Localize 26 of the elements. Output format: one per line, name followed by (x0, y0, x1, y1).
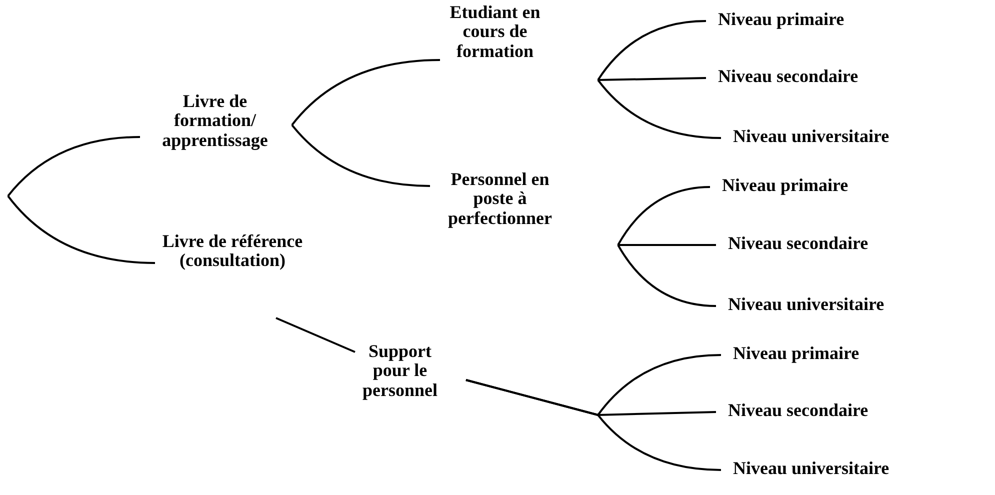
connector-line (617, 186, 710, 246)
branch-label: Support pour le personnel (355, 342, 445, 400)
connector-line (598, 77, 706, 81)
branch-label: Livre de formation/ apprentissage (140, 92, 290, 150)
connector-line (597, 79, 722, 139)
connector-line (291, 59, 440, 126)
connector-line (291, 124, 430, 187)
connector-line (7, 136, 140, 197)
connector-line (466, 379, 722, 471)
leaf-label: Niveau primaire (706, 10, 844, 30)
connector-line (617, 244, 716, 307)
branch-label: Personnel en poste à perfectionner (430, 170, 570, 228)
leaf-label: Niveau primaire (721, 344, 860, 364)
branch-label: Etudiant en cours de formation (440, 3, 550, 62)
leaf-label: Niveau secondaire (716, 234, 868, 254)
connector-line (618, 244, 716, 246)
leaf-label: Niveau universitaire (721, 459, 890, 478)
leaf-label: Niveau secondaire (706, 67, 858, 86)
leaf-label: Niveau secondaire (716, 401, 868, 420)
connector-line (276, 317, 356, 353)
connector-line (597, 20, 706, 81)
connector-line (7, 195, 156, 264)
leaf-label: Niveau universitaire (721, 127, 890, 146)
leaf-label: Niveau universitaire (716, 295, 884, 314)
branch-label: Livre de référence (consultation) (155, 232, 310, 271)
leaf-label: Niveau primaire (710, 176, 848, 196)
